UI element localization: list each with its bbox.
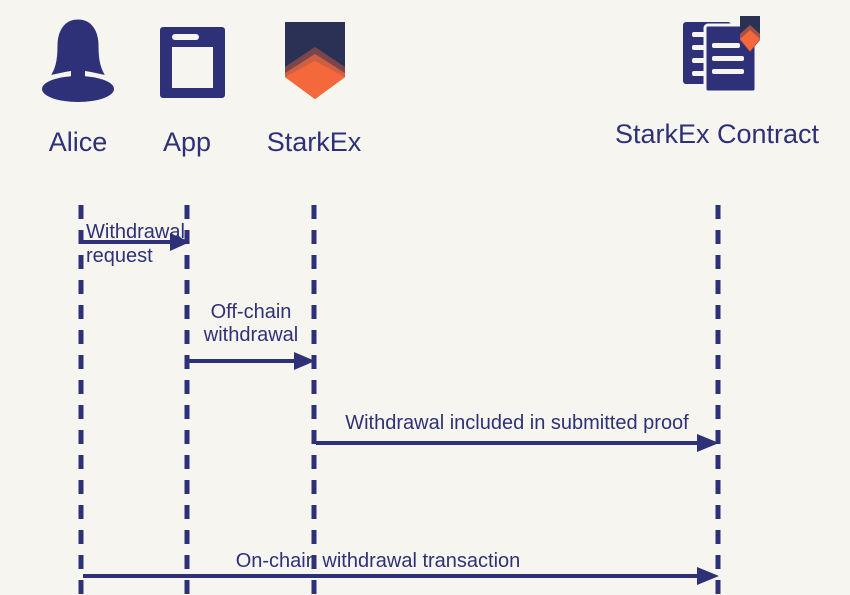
contract-front-line: [712, 43, 740, 48]
actor-label-contract: StarkEx Contract: [614, 119, 820, 149]
message-1-label-line-1: Withdrawal: [86, 221, 185, 243]
contract-documents-icon: [683, 16, 760, 94]
app-window-icon: [160, 27, 225, 98]
actor-label-alice: Alice: [48, 127, 108, 157]
message-3-arrow-head: [697, 434, 719, 452]
starkex-shield-icon: [285, 22, 345, 99]
starkex-chevron-bright: [285, 61, 345, 99]
message-1-label-line-2: request: [86, 245, 153, 267]
app-window-titlebar: [172, 34, 199, 40]
contract-front-line: [712, 69, 744, 74]
person-shoulders: [42, 76, 114, 102]
contract-front-line: [712, 56, 744, 61]
contract-badge-diamond: [740, 30, 760, 51]
message-2-label-line-1: Off-chain: [211, 301, 292, 323]
message-4-arrow-head: [697, 567, 719, 585]
message-2-arrow-head: [294, 352, 315, 370]
message-3-label: Withdrawal included in submitted proof: [345, 412, 689, 434]
app-window-screen: [172, 47, 213, 88]
message-4-label: On-chain withdrawal transaction: [236, 550, 521, 572]
actor-label-starkex: StarkEx: [266, 127, 362, 157]
person-neck: [71, 67, 85, 81]
person-icon: [42, 16, 114, 102]
message-1-arrow-head: [170, 233, 190, 251]
actor-label-app: App: [162, 127, 212, 157]
message-2-label-line-2: withdrawal: [203, 324, 298, 346]
